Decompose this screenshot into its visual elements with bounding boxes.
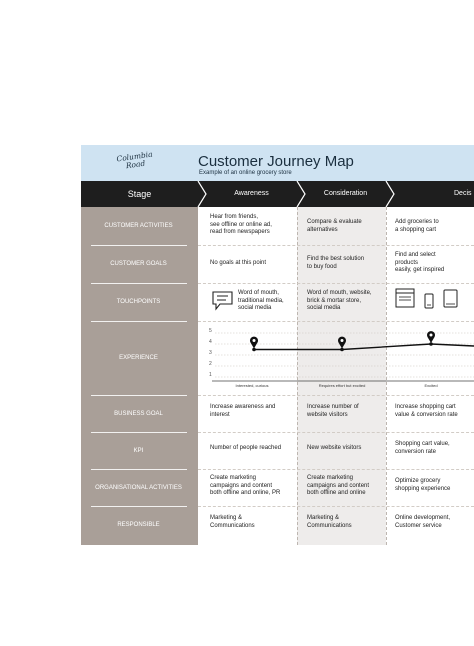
row-divider xyxy=(198,432,474,433)
row-divider xyxy=(91,395,187,396)
decision-organisational-activities: Optimize grocery shopping experience xyxy=(395,478,451,492)
experience-graph xyxy=(212,331,474,382)
scale-5: 5 xyxy=(209,328,212,334)
awareness-responsible: Marketing & Communications xyxy=(210,515,255,529)
consideration-column xyxy=(297,207,386,545)
column-divider xyxy=(297,207,298,545)
consideration-organisational-activities: Create marketing campaigns and content b… xyxy=(307,475,370,497)
consideration-customer-activities: Compare & evaluate alternatives xyxy=(307,219,362,233)
mobile-phone-icon xyxy=(424,293,434,309)
column-divider xyxy=(386,207,387,545)
chevron-icon xyxy=(197,181,207,207)
row-divider xyxy=(198,469,474,470)
speech-bubble-icon xyxy=(212,291,233,311)
tablet-icon xyxy=(443,289,458,308)
row-divider xyxy=(198,245,474,246)
row-divider xyxy=(91,506,187,507)
scale-3: 3 xyxy=(209,350,212,356)
consideration-kpi: New website visitors xyxy=(307,445,362,451)
stage-awareness: Awareness xyxy=(234,190,269,197)
consideration-customer-goals: Find the best solution to buy food xyxy=(307,256,365,270)
decision-experience-note: Excited xyxy=(424,383,438,388)
row-divider xyxy=(91,321,187,322)
label-experience: EXPERIENCE xyxy=(119,355,158,361)
awareness-business-goal: Increase awareness and interest xyxy=(210,404,276,418)
chevron-icon xyxy=(385,181,395,207)
row-divider xyxy=(198,395,474,396)
map-pin-icon xyxy=(427,331,435,346)
label-responsible: RESPONSIBLE xyxy=(117,521,160,528)
decision-responsible: Online development, Customer service xyxy=(395,515,451,529)
label-customer-goals: CUSTOMER GOALS xyxy=(110,261,167,267)
page-subtitle: Example of an online grocery store xyxy=(199,170,292,176)
consideration-touchpoints: Word of mouth, website, brick & mortar s… xyxy=(307,290,372,312)
decision-customer-activities: Add groceries to a shopping cart xyxy=(395,219,439,233)
row-divider xyxy=(198,506,474,507)
decision-kpi: Shopping cart value, conversion rate xyxy=(395,441,450,455)
decision-business-goal: Increase shopping cart value & conversio… xyxy=(395,404,458,418)
map-pin-icon xyxy=(250,336,258,352)
awareness-experience-note: Interested, curious xyxy=(235,383,269,388)
stage-consideration: Consideration xyxy=(323,190,368,197)
label-kpi: KPI xyxy=(133,447,144,454)
page-title: Customer Journey Map xyxy=(198,153,354,170)
row-label-column: CUSTOMER ACTIVITIES CUSTOMER GOALS TOUCH… xyxy=(81,207,198,545)
stage-label: Stage xyxy=(127,189,152,199)
consideration-responsible: Marketing & Communications xyxy=(307,515,352,529)
device-icons xyxy=(395,288,458,309)
scale-1: 1 xyxy=(209,372,212,378)
scale-4: 4 xyxy=(209,339,212,345)
label-customer-activities: CUSTOMER ACTIVITIES xyxy=(104,223,173,229)
awareness-kpi: Number of people reached xyxy=(210,445,282,451)
scale-2: 2 xyxy=(209,361,212,367)
row-divider xyxy=(91,245,187,246)
awareness-customer-goals: No goals at this point xyxy=(210,260,267,266)
map-pin-icon xyxy=(338,336,346,352)
awareness-touchpoints: Word of mouth, traditional media, social… xyxy=(238,290,284,312)
stage-decision: Decis xyxy=(454,190,472,197)
label-organisational-activities: ORGANISATIONAL ACTIVITIES xyxy=(95,484,182,491)
row-divider xyxy=(198,321,474,322)
browser-icon xyxy=(395,288,415,308)
awareness-organisational-activities: Create marketing campaigns and content b… xyxy=(210,475,281,497)
consideration-experience-note: Requires effort but excited xyxy=(318,383,366,388)
awareness-customer-activities: Hear from friends, see offline or online… xyxy=(210,214,272,236)
row-divider xyxy=(91,283,187,284)
experience-line xyxy=(254,343,474,351)
label-touchpoints: TOUCHPOINTS xyxy=(116,299,161,305)
row-divider xyxy=(91,432,187,433)
consideration-business-goal: Increase number of website visitors xyxy=(307,404,359,418)
row-divider xyxy=(91,469,187,470)
label-business-goal: BUSINESS GOAL xyxy=(114,410,163,417)
stage-chevrons xyxy=(197,181,395,207)
decision-customer-goals: Find and select products easily, get ins… xyxy=(395,252,445,274)
chevron-icon xyxy=(296,181,306,207)
stage-bar: Stage Awareness Consideration Decis xyxy=(81,181,474,207)
row-divider xyxy=(198,283,474,284)
